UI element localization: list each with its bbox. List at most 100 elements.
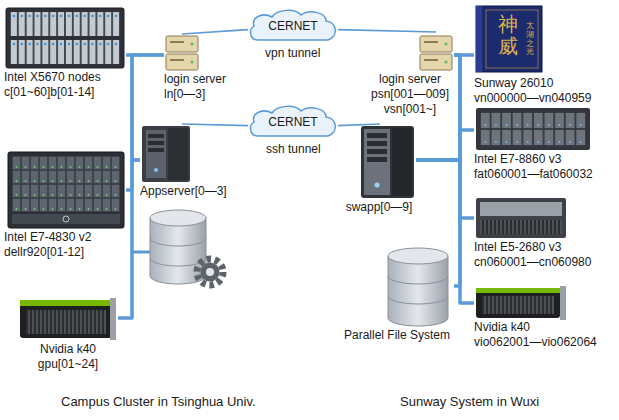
tower-server-icon-part: [361, 126, 414, 198]
logo-text: 神威: [498, 13, 518, 57]
tower-server-icon-part: [367, 133, 387, 138]
server-icon-part: [166, 36, 198, 52]
storage-icon-part: [201, 263, 220, 282]
node-range: vio062001—vio062064: [474, 335, 597, 350]
device-node: login serverln[0—3]: [164, 34, 236, 102]
device-name: Sunway 26010: [474, 76, 553, 91]
storage-icon-part: [197, 259, 223, 285]
network-link: [118, 160, 140, 318]
node-range: dellr920[01-12]: [4, 245, 84, 260]
device-name: Intel E7-4830 v2: [4, 230, 91, 245]
blade-chassis-part: [10, 12, 120, 64]
storage-link: [132, 252, 150, 253]
device-node: Nvidia k40vio062001—vio062064: [474, 286, 602, 350]
network-link: [454, 55, 474, 303]
network-link: [126, 55, 140, 160]
device-name: Intel X5670 nodes: [4, 70, 101, 85]
tower-server-icon-part: [367, 149, 387, 154]
tower-server-icon-part: [154, 168, 158, 172]
storage-icon-part: [206, 268, 214, 276]
server-icon-part: [424, 59, 438, 61]
tower-server-icon-part: [142, 126, 190, 182]
tower-server-icon-part: [392, 128, 412, 196]
node-range: vsn[001~]: [384, 102, 436, 117]
tunnel-link: [338, 124, 380, 126]
device-name: Nvidia k40: [474, 320, 530, 335]
rack-server-icon-part: [63, 216, 69, 222]
tunnel-label: vpn tunnel: [265, 46, 320, 61]
logo-subtext: 太湖之光: [526, 22, 534, 57]
device-name: Parallel File System: [344, 328, 450, 343]
device-name: login server: [379, 72, 441, 87]
gpu-card-icon-part: [20, 300, 112, 338]
tower-server-icon-part: [146, 130, 166, 178]
tower-server-icon: [361, 126, 414, 198]
tunnel-link: [182, 124, 248, 126]
network-link: [454, 55, 474, 218]
device-node: Intel E5-2680 v3cn060001—cn060980: [474, 196, 598, 270]
rack-server-icon: [476, 198, 566, 238]
storage-server-icon-part: [480, 112, 586, 146]
blade-chassis-part: [6, 8, 124, 68]
device-node: swapp[0—9]: [342, 124, 416, 215]
server-icon-part: [191, 61, 194, 64]
network-link: [416, 160, 460, 286]
server-icon: [166, 36, 198, 70]
storage-icon-part: [150, 218, 206, 284]
device-node: Nvidia k40gpu[01~24]: [18, 296, 118, 372]
device-node: Parallel File System: [340, 246, 454, 343]
server-icon-part: [445, 43, 448, 46]
device-name: login server: [164, 72, 226, 87]
tower-server-icon-part: [148, 148, 164, 152]
sunway-cover-part: [476, 6, 482, 72]
tunnel-link: [182, 30, 248, 34]
server-icon-part: [424, 41, 438, 43]
device-name: Intel E7-8860 v3: [474, 152, 561, 167]
network-link: [454, 55, 474, 130]
tower-server-icon-part: [367, 141, 387, 146]
tower-server-icon-part: [168, 128, 188, 180]
rack-server-icon-part: [480, 202, 562, 216]
network-link: [416, 160, 474, 218]
tower-server-icon-part: [375, 183, 380, 188]
gpu-card-icon-part: [560, 286, 566, 320]
device-node: Intel X5670 nodesc[01~60]b[01-14]: [4, 6, 126, 100]
network-cloud: CERNET: [248, 8, 338, 44]
device-node: Appserver[0—3]: [140, 124, 234, 199]
network-link: [416, 160, 474, 303]
panel-caption: Sunway System in Wuxi: [400, 394, 539, 409]
server-icon-part: [170, 41, 184, 43]
database-icon: [388, 248, 448, 326]
device-node: Sunway 26010vn000000—vn040959: [474, 4, 604, 106]
tower-server-icon-part: [148, 134, 164, 138]
cloud-label: CERNET: [268, 19, 317, 34]
tower-server-icon-part: [364, 129, 390, 195]
database-icon-part: [388, 248, 448, 264]
node-range: gpu[01~24]: [38, 357, 98, 372]
rack-server-icon-part: [476, 198, 566, 238]
sunway-cover-part: [486, 10, 538, 68]
device-name: Intel E5-2680 v3: [474, 240, 561, 255]
storage-link-part: [132, 251, 150, 254]
tower-server-icon-part: [148, 141, 164, 145]
panel-caption: Campus Cluster in Tsinghua Univ.: [61, 394, 256, 409]
device-name: Appserver[0—3]: [140, 184, 227, 199]
cloud-outline-path: [251, 10, 336, 40]
device-name: swapp[0—9]: [346, 200, 413, 215]
rack-server-icon-part: [480, 220, 562, 234]
node-range: cn060001—cn060980: [474, 255, 591, 270]
gpu-card-icon-part: [26, 310, 106, 334]
database-icon-part: [388, 256, 448, 326]
node-range: psn[001—009]: [371, 87, 449, 102]
storage-server-icon: [476, 108, 590, 150]
gpu-card-icon-part: [476, 288, 560, 293]
sunway-cover: [476, 6, 542, 72]
tunnel-link: [338, 30, 436, 32]
server-icon-part: [166, 54, 198, 70]
rack-server-icon-part: [8, 152, 124, 228]
sunway-cover-part: [476, 6, 542, 72]
gpu-card-icon-part: [476, 288, 560, 318]
rack-server-icon: [8, 152, 124, 228]
device-node: Intel E7-8860 v3fat060001—fat060032: [474, 106, 602, 182]
